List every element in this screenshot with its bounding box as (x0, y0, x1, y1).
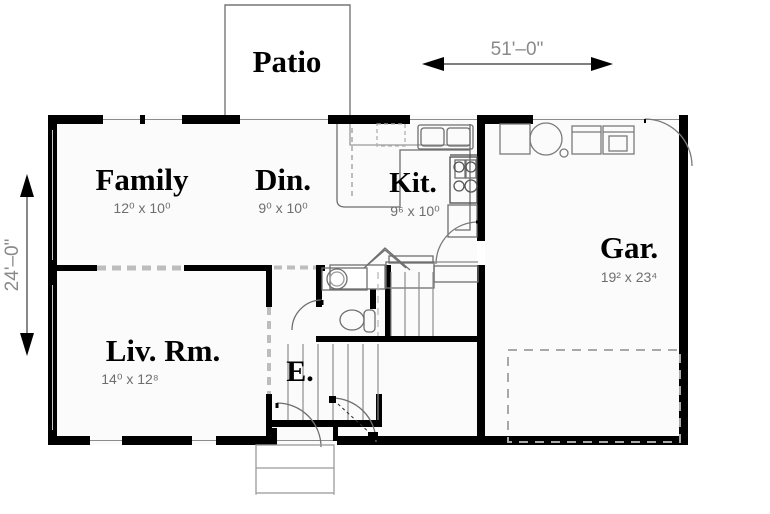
front-stoop-icon (255, 444, 335, 494)
garage-door-icon (507, 349, 681, 443)
porch-guide-lines (255, 445, 335, 495)
bath-door-swing (291, 299, 324, 331)
room-label-living: Liv. Rm. (106, 333, 221, 368)
dimension-depth-label: 24'–0" (2, 239, 23, 292)
garage-fixtures (434, 118, 693, 443)
room-dim-garage: 19² x 23⁴ (601, 269, 658, 285)
bath-sink-icon (321, 267, 368, 291)
garage-side-door-swing (644, 118, 693, 167)
garage-house-door-swing (435, 220, 485, 265)
dimension-width: 51'–0" (422, 39, 613, 71)
dimension-depth: 24'–0" (2, 174, 34, 356)
garage-washer-icon (571, 125, 602, 155)
room-labels: Family 12⁰ x 10⁰ Din. 9⁰ x 10⁰ Kit. 9⁶ x… (96, 162, 659, 388)
room-dim-living: 14⁰ x 12⁸ (101, 371, 159, 387)
room-label-family: Family (96, 162, 189, 197)
garage-waterheater-icon (529, 122, 563, 156)
room-label-kitchen: Kit. (389, 167, 437, 199)
room-dim-dining: 9⁰ x 10⁰ (258, 200, 308, 216)
walls (48, 115, 688, 445)
kitchen-fixtures (336, 123, 478, 238)
room-label-garage: Gar. (600, 230, 658, 265)
bathroom-fixtures (291, 267, 376, 333)
hall-cabinets (385, 255, 479, 289)
room-dim-kitchen: 9⁶ x 10⁰ (390, 203, 440, 219)
room-label-patio: Patio (253, 44, 322, 79)
room-dim-family: 12⁰ x 10⁰ (113, 200, 171, 216)
garage-dryer-icon (602, 125, 635, 155)
bath-toilet-icon (339, 309, 376, 333)
staircase (287, 272, 434, 420)
room-label-dining: Din. (255, 162, 311, 197)
dimension-width-label: 51'–0" (491, 39, 544, 60)
floor-fills (48, 5, 688, 445)
kitchen-range-icon (449, 154, 478, 204)
room-patio: Patio (224, 4, 351, 117)
room-label-entry: E. (286, 355, 314, 388)
